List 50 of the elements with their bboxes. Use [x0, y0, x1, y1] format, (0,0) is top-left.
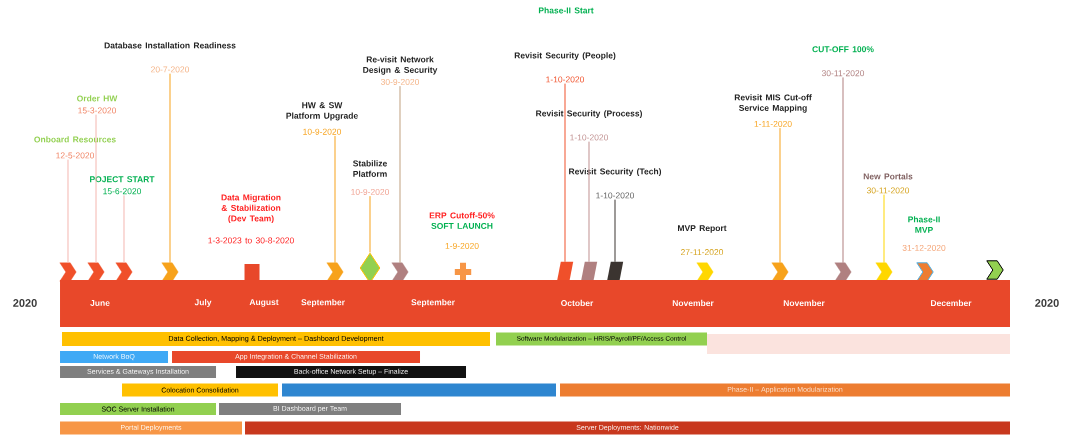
chevron-marker	[834, 262, 852, 282]
leader-line	[614, 199, 616, 263]
leader-line	[883, 194, 885, 264]
chevron-marker	[326, 262, 344, 282]
milestone-text: Onboard Resources 12-5-2020	[34, 136, 116, 159]
leader-line	[564, 83, 566, 263]
cross-marker	[454, 262, 472, 282]
milestone-text: Phase-II Start	[538, 7, 594, 14]
milestone-text: Phase-II MVP 31-12-2020	[902, 216, 946, 251]
milestone-text: HW & SW Platform Upgrade 10-9-2020	[286, 102, 358, 135]
milestone-text: Data Migration & Stabilization (Dev Team) 1-3-2023 to 30-8-2020	[208, 194, 294, 244]
square-marker	[244, 264, 260, 280]
milestone-text: Revisit Security (People) 1-10-2020	[514, 52, 616, 83]
milestone-text: Re-visit Network Design & Security 30-9-2020	[363, 56, 438, 85]
leader-line	[779, 127, 781, 264]
chevron-marker	[59, 262, 77, 282]
faded-bar	[707, 334, 1010, 354]
milestone-text: ERP Cutoff-50% SOFT LAUNCH 1-9-2020	[429, 212, 495, 249]
leader-line	[169, 73, 171, 264]
leader-line	[399, 85, 401, 264]
leader-line	[369, 195, 371, 253]
milestone-text: CUT-OFF 100% 30-11-2020	[812, 46, 874, 77]
year-label: 2020	[13, 299, 37, 307]
task-bar	[282, 383, 556, 397]
milestone-text: MVP Report 27-11-2020	[678, 225, 727, 256]
chevron-marker	[986, 260, 1004, 280]
leader-line	[123, 194, 125, 264]
leader-line	[67, 159, 69, 264]
chevron-marker	[696, 262, 714, 282]
chevron-marker	[875, 262, 893, 282]
milestone-text: New Portals 30-11-2020	[863, 173, 913, 194]
milestone-text: Revisit MIS Cut-off Service Mapping 1-11-2020	[734, 94, 812, 127]
milestone-text: Revisit Security (Tech) 1-10-2020	[569, 168, 662, 199]
milestone-text: Revisit Security (Process) 1-10-2020	[536, 110, 642, 141]
year-label: 2020	[1035, 299, 1059, 307]
milestone-text: Database Installation Readiness 20-7-2020	[104, 42, 236, 73]
chevron-marker	[161, 262, 179, 282]
milestone-text: Order HW 15-3-2020	[77, 95, 118, 114]
milestone-text: Stabilize Platform 10-9-2020	[351, 160, 390, 195]
chevron-marker	[115, 262, 133, 282]
leader-line	[588, 141, 590, 263]
milestone-text: POJECT START 15-6-2020	[90, 176, 155, 195]
leader-line	[842, 76, 844, 264]
chevron-marker	[391, 262, 409, 282]
leader-line	[334, 135, 336, 264]
chevron-marker	[916, 262, 934, 282]
leader-line	[95, 114, 97, 264]
chevron-marker	[87, 262, 105, 282]
chevron-marker	[771, 262, 789, 282]
timeline-band: June July August September September October November November December	[60, 280, 1010, 327]
